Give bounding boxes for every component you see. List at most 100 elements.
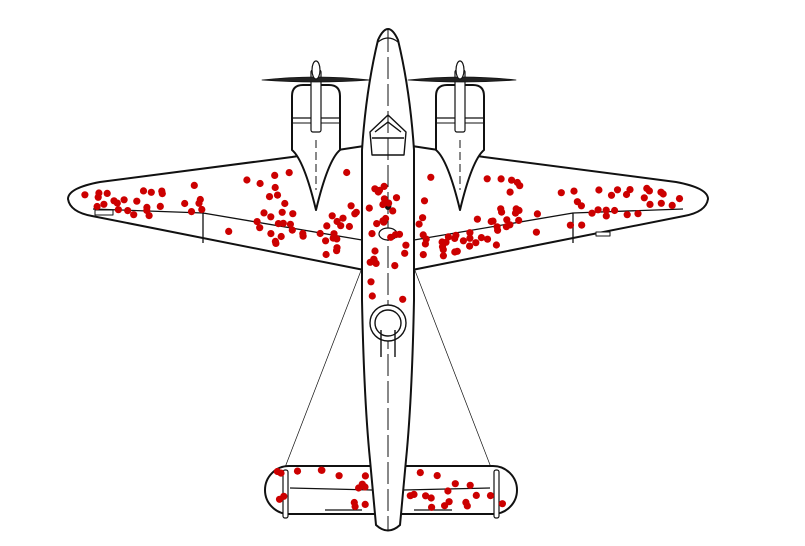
hit-marker-left-wing <box>145 212 153 220</box>
hit-marker-left-wing <box>253 218 261 226</box>
hit-marker-right-wing <box>675 195 684 203</box>
hit-marker-left-wing <box>339 214 347 222</box>
hit-marker-left-wing <box>277 232 285 241</box>
hit-marker-right-wing <box>588 209 596 217</box>
hit-marker-right-wing <box>483 235 492 243</box>
hit-marker-right-wing <box>506 221 514 229</box>
hit-marker-center-fuselage <box>385 199 393 207</box>
right-fin <box>493 469 500 519</box>
hit-marker-right-wing <box>487 217 495 226</box>
hit-marker-left-wing <box>187 208 196 216</box>
right-brace-line <box>413 267 493 471</box>
hit-marker-left-wing <box>322 237 330 245</box>
hit-marker-right-wing <box>439 252 447 260</box>
hit-marker-right-wing <box>577 202 586 210</box>
hit-marker-right-wing <box>611 206 619 215</box>
hit-marker-left-wing <box>198 205 206 214</box>
hit-marker-right-wing <box>595 186 603 194</box>
hit-marker-left-wing <box>225 227 233 235</box>
hit-marker-left-wing <box>181 199 189 208</box>
hit-marker-right-wing <box>634 210 642 218</box>
hit-marker-right-wing <box>657 199 665 207</box>
hit-marker-tail <box>335 472 343 480</box>
hit-marker-left-wing <box>190 181 198 189</box>
hit-marker-left-wing <box>343 168 351 177</box>
hit-marker-right-wing <box>533 210 542 218</box>
hit-marker-right-wing <box>419 214 427 222</box>
hit-marker-left-wing <box>265 193 274 201</box>
hit-marker-left-wing <box>100 200 108 208</box>
gun-turret <box>369 304 407 357</box>
hit-marker-left-wing <box>139 187 148 195</box>
hit-marker-right-wing <box>421 240 429 248</box>
hit-marker-tail <box>416 469 424 477</box>
hit-marker-left-wing <box>272 239 280 247</box>
hit-marker-right-wing <box>497 175 505 183</box>
hit-marker-tail <box>361 472 369 480</box>
hit-marker-right-wing <box>466 242 474 250</box>
hit-marker-center-fuselage <box>367 278 375 286</box>
hit-marker-left-wing <box>316 229 324 238</box>
hit-marker-tail <box>444 487 452 495</box>
hit-marker-left-wing <box>288 226 296 234</box>
hit-marker-tail <box>350 498 358 507</box>
hit-marker-right-wing <box>643 184 651 192</box>
hit-marker-tail <box>463 502 471 510</box>
hit-marker-right-wing <box>472 239 480 247</box>
hit-marker-center-fuselage <box>365 204 373 212</box>
hit-marker-right-wing <box>532 228 541 236</box>
hit-marker-right-wing <box>602 212 610 220</box>
left-aileron-tab <box>94 209 114 216</box>
hit-marker-right-wing <box>516 182 524 190</box>
hit-marker-right-wing <box>427 173 435 181</box>
hit-marker-right-wing <box>613 186 622 194</box>
hit-marker-left-wing <box>299 229 307 238</box>
hit-marker-left-wing <box>347 202 355 210</box>
right-flap-line <box>413 208 684 243</box>
hit-marker-left-wing <box>345 222 353 231</box>
hit-marker-tail <box>472 491 480 499</box>
hit-marker-left-wing <box>81 191 89 199</box>
hit-marker-left-wing <box>323 222 331 230</box>
hit-marker-left-wing <box>256 179 264 188</box>
hit-marker-right-wing <box>646 200 654 208</box>
hit-marker-center-fuselage <box>368 292 376 300</box>
hit-marker-right-wing <box>452 231 460 239</box>
hit-marker-left-wing <box>271 183 279 192</box>
hit-marker-left-wing <box>285 169 293 177</box>
cockpit-canopy <box>369 114 407 156</box>
hit-marker-right-wing <box>506 188 514 196</box>
hit-marker-left-wing <box>329 234 337 242</box>
hit-marker-left-wing <box>147 188 155 196</box>
hit-marker-center-fuselage <box>392 231 400 239</box>
hit-marker-left-wing <box>281 199 289 208</box>
hit-marker-left-wing <box>93 202 101 211</box>
hit-marker-right-wing <box>515 206 523 214</box>
hit-marker-tail <box>466 481 474 489</box>
hit-marker-left-wing <box>267 213 275 221</box>
hit-marker-left-wing <box>95 189 103 197</box>
hit-marker-left-wing <box>256 224 264 232</box>
hit-marker-center-fuselage <box>370 255 378 263</box>
hit-marker-right-wing <box>444 233 452 241</box>
left-wing <box>67 145 365 271</box>
hit-marker-right-wing <box>477 234 485 242</box>
hit-marker-center-fuselage <box>399 295 407 303</box>
hit-marker-left-wing <box>133 197 141 205</box>
hit-marker-center-fuselage <box>380 217 388 225</box>
hit-marker-center-fuselage <box>391 262 399 270</box>
hit-marker-right-wing <box>420 197 429 205</box>
hit-marker-tail <box>433 472 441 480</box>
hit-marker-left-wing <box>286 220 294 228</box>
hit-marker-tail <box>498 500 506 508</box>
right-propeller <box>407 76 517 83</box>
hit-marker-right-wing <box>607 191 616 199</box>
hit-marker-left-wing <box>114 206 122 214</box>
right-aileron-tab <box>595 231 611 237</box>
hit-marker-tail <box>410 490 418 498</box>
hit-marker-tail <box>486 492 495 500</box>
hit-marker-tail <box>355 484 363 492</box>
hit-marker-right-wing <box>594 206 602 214</box>
hit-marker-tail <box>273 467 281 476</box>
